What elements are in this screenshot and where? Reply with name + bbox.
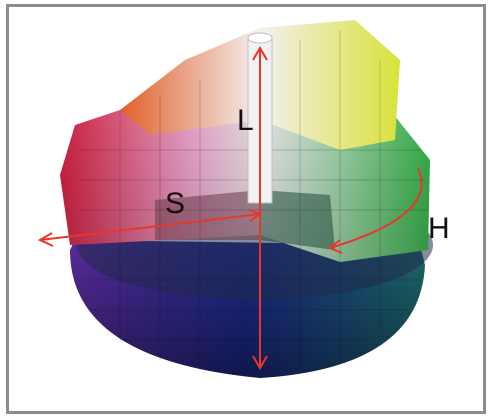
saturation-arrow-head-left [37, 232, 54, 247]
lightness-label: L [237, 104, 254, 137]
saturation-axis-arrow [39, 213, 261, 241]
saturation-label: S [165, 187, 185, 220]
saturation-arrow-head-right [248, 209, 263, 222]
lightness-arrow-head-bottom [252, 355, 268, 370]
solid-cutaway-face [155, 190, 260, 240]
lightness-arrow-head-top [252, 46, 268, 61]
axis-arrows [37, 46, 423, 370]
color-solid [60, 20, 433, 378]
hue-axis-arrow [329, 167, 423, 249]
hue-arrow-head [328, 239, 343, 254]
hue-label: H [428, 212, 450, 245]
